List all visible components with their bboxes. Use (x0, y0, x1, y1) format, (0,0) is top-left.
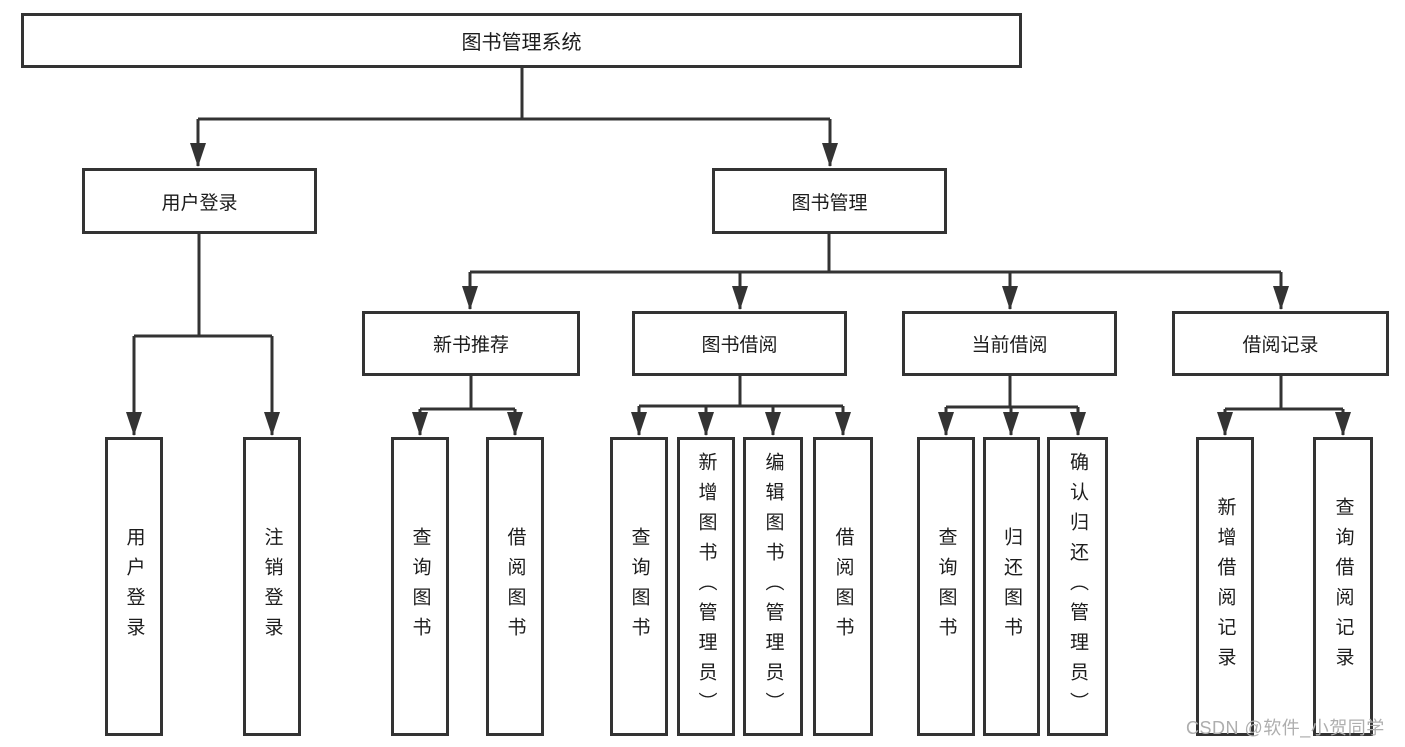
leaf-user-login: 用户登录 (105, 437, 163, 736)
node-current-borrow: 当前借阅 (902, 311, 1117, 376)
leaf-records-add-record: 新增借阅记录 (1196, 437, 1254, 736)
leaf-borrow-add-books-admin: 新增图书（管理员） (677, 437, 735, 736)
leaf-records-query-record: 查询借阅记录 (1313, 437, 1373, 736)
connector-borrow-records-branch (1217, 376, 1351, 436)
node-label: 查询借阅记录 (1332, 496, 1354, 677)
watermark: CSDN @软件_小贺同学 (1186, 718, 1385, 738)
node-label: 查询图书 (935, 526, 957, 647)
leaf-logout-login: 注销登录 (243, 437, 301, 736)
connector-book-borrow-branch (631, 376, 851, 436)
leaf-recommend-borrow-books: 借阅图书 (486, 437, 544, 736)
node-user-login: 用户登录 (82, 168, 317, 234)
connector-user-login-branch (126, 234, 280, 436)
node-new-book-recommend: 新书推荐 (362, 311, 580, 376)
node-library-management-system: 图书管理系统 (21, 13, 1022, 68)
node-label: 借阅记录 (1242, 335, 1319, 356)
leaf-current-return-books: 归还图书 (983, 437, 1040, 736)
connector-book-management-branch (462, 234, 1289, 310)
node-label: 新书推荐 (432, 335, 509, 356)
connector-new-book-recommend-branch (412, 376, 523, 436)
connector-current-borrow-branch (938, 376, 1086, 436)
node-label: 图书管理系统 (461, 32, 582, 54)
node-book-management: 图书管理 (712, 168, 947, 234)
node-label: 借阅图书 (504, 526, 526, 647)
node-label: 当前借阅 (971, 335, 1048, 356)
leaf-current-confirm-return-admin: 确认归还（管理员） (1047, 437, 1108, 736)
node-book-borrow: 图书借阅 (632, 311, 847, 376)
node-label: 图书借阅 (701, 335, 778, 356)
node-label: 查询图书 (628, 526, 650, 647)
node-label: 归还图书 (1001, 526, 1022, 647)
node-label: 新增借阅记录 (1214, 496, 1236, 677)
node-borrow-records: 借阅记录 (1172, 311, 1389, 376)
node-label: 用户登录 (161, 192, 238, 214)
leaf-borrow-query-books: 查询图书 (610, 437, 668, 736)
node-label: 编辑图书（管理员） (762, 451, 784, 722)
node-label: 确认归还（管理员） (1067, 451, 1088, 722)
node-label: 注销登录 (261, 526, 283, 647)
leaf-current-query-books: 查询图书 (917, 437, 975, 736)
leaf-recommend-query-books: 查询图书 (391, 437, 449, 736)
node-label: 新增图书（管理员） (695, 451, 717, 722)
leaf-borrow-edit-books-admin: 编辑图书（管理员） (743, 437, 803, 736)
leaf-borrow-borrow-books: 借阅图书 (813, 437, 873, 736)
node-label: 用户登录 (123, 526, 145, 647)
connector-root-to-level2 (190, 68, 838, 167)
node-label: 查询图书 (409, 526, 431, 647)
node-label: 借阅图书 (832, 526, 854, 647)
node-label: 图书管理 (791, 192, 868, 214)
